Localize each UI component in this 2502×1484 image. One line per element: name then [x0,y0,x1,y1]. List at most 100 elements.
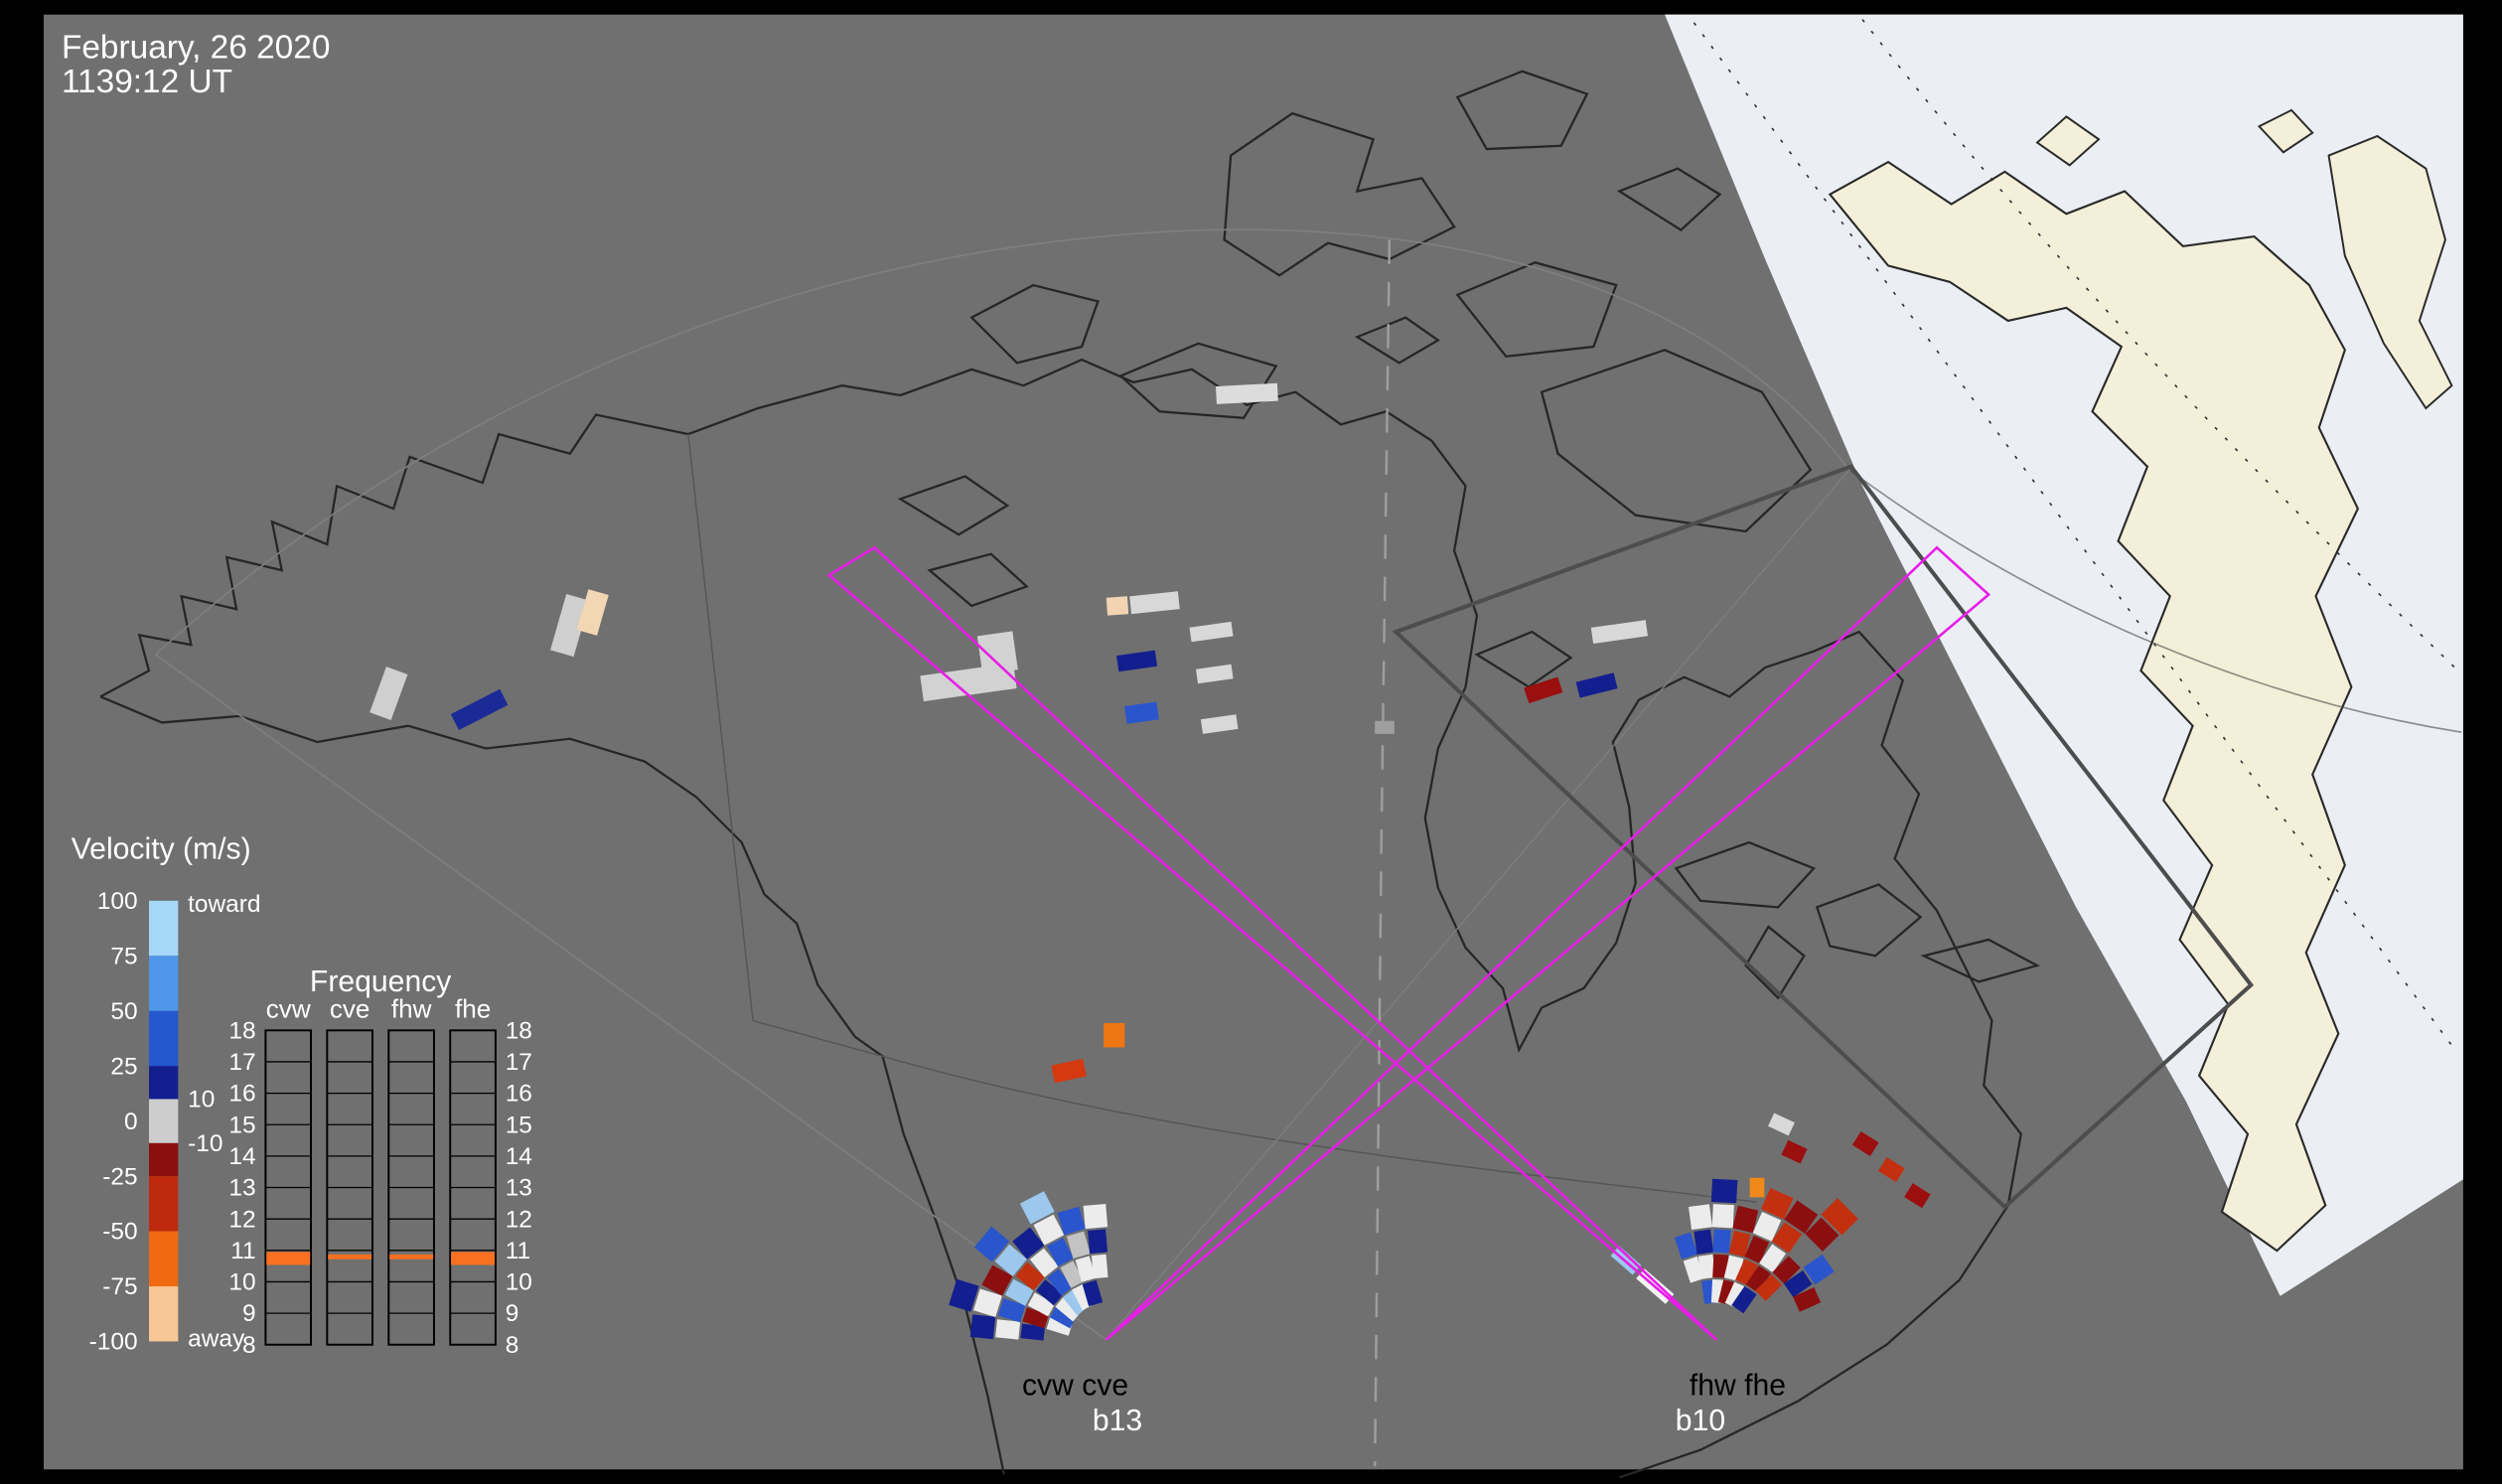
echo-patch [576,589,609,636]
colorbar-tick-label: 25 [110,1053,137,1080]
frequency-row-label-right: 10 [506,1269,532,1296]
echo-patch [1375,720,1395,734]
dashed-meridian [1374,239,1392,1467]
frequency-marker-fhw [389,1254,434,1260]
arctic-island-6 [1455,70,1589,151]
echo-patch [1851,1130,1879,1157]
frequency-row-label-right: 14 [506,1143,532,1170]
colorbar-tick-label: -25 [102,1163,137,1190]
coastline-arctic-atlantic [99,358,2022,1479]
frequency-column-header: cvw [266,993,311,1023]
radar-fan-cell-0 [1082,1279,1104,1307]
time-label: 1139:12 UT [62,64,232,100]
highlighted-beams [826,545,1991,1341]
radar-fan-cell-1 [1793,1286,1822,1312]
frequency-row-label-left: 13 [228,1175,255,1202]
radar-fan-cell-1 [1772,1256,1801,1284]
arctic-island-day-1 [2035,115,2101,167]
beam-label-b10: b10 [1676,1405,1725,1437]
radar-fan-cell-0 [1049,1304,1078,1329]
arctic-island-3 [1223,111,1456,277]
frequency-row-label-right: 9 [506,1300,519,1327]
echo-patches-layer [369,382,1931,1304]
frequency-row-label-left: 11 [230,1238,255,1264]
radar-fan-cell-0 [1066,1231,1091,1259]
radar-fan-cell-1 [1712,1229,1731,1254]
radar-fan-cell-0 [994,1244,1028,1276]
radar-fan-cell-1 [1697,1254,1716,1279]
colorbar-segment [148,1066,179,1100]
frequency-row-label-left: 12 [228,1206,255,1233]
dotted-graticule-1 [1693,22,2456,1051]
frequency-row-label-right: 18 [506,1017,532,1044]
radar-fan-cell-0 [1015,1261,1045,1291]
lake-erie-ontario [1920,938,2041,983]
radar-fan-cell-1 [1803,1254,1835,1285]
date-label: February, 26 2020 [62,30,330,67]
colorbar-segment [148,1099,179,1143]
radar-fan-cell-0 [1047,1238,1075,1267]
frequency-row-label-right: 11 [506,1238,530,1264]
colorbar-segment [148,1176,179,1232]
colorbar-tick-label: 75 [110,943,137,969]
arctic-island-4 [1455,261,1618,359]
radar-fan-cell-1 [1693,1229,1714,1255]
radar-fan-cell-1 [1745,1264,1771,1293]
radar-fan-cell-1 [1783,1269,1813,1297]
echo-patch [1189,621,1234,643]
colorbar-side-label: away [188,1325,245,1352]
radar-fan-cell-1 [1784,1200,1819,1234]
frequency-row-label-left: 15 [228,1112,255,1138]
echo-patch [1124,701,1159,724]
frequency-row-label-left: 9 [242,1300,256,1327]
beam-label-b13: b13 [1093,1405,1142,1437]
frequency-column-header: fhe [455,993,491,1023]
echo-patch [1878,1157,1905,1183]
arctic-island-day-3 [2257,108,2314,154]
echo-patch [1781,1139,1808,1164]
radar-fan-cell-0 [1055,1295,1083,1322]
radar-fan-cell-0 [1060,1261,1085,1288]
timestamp: February, 26 2020 1139:12 UT [62,30,330,100]
great-slave-lake [927,552,1029,608]
borders [687,434,1758,1203]
radar-fan-cell-1 [1728,1230,1751,1258]
radar-fan-cell-0 [997,1298,1026,1323]
colorbar-tick-label: -100 [89,1329,138,1356]
echo-patch [1216,382,1278,404]
colorbar-segments [148,900,179,1342]
colorbar-side-label: 10 [188,1087,215,1113]
radar-fan-cell-0 [1027,1292,1056,1317]
echo-patch [1196,664,1234,684]
radar-fan-cell-0 [1057,1206,1086,1236]
frequency-row-label-left: 18 [228,1017,255,1044]
echo-patch [1129,591,1180,615]
arctic-island-5 [1354,316,1440,365]
echo-patch [1116,650,1158,672]
coastline-pacific [99,695,1005,1475]
velocity-colorbar: Velocity (m/s) 1007550250-25-50-75-100to… [72,832,261,1355]
lake-huron [1815,883,1923,958]
echo-patch [1590,620,1649,645]
cv-fov-left-edge [155,654,1107,1341]
radar-fan-cell-0 [1033,1214,1065,1246]
colorbar-title: Velocity (m/s) [72,832,251,865]
echo-patch [1575,672,1618,698]
echo-patch [976,631,1018,675]
radar-fan-cell-0 [1047,1268,1074,1296]
daylight-region [1665,14,2463,1296]
frequency-marker-cve [328,1254,372,1260]
frequency-column-header: fhw [391,993,432,1023]
radar-fan-cell-0 [1019,1191,1055,1225]
radar-fan-cell-1 [1755,1273,1783,1301]
frequency-marker-cvw [266,1252,311,1265]
colorbar-side-label: toward [188,891,260,918]
frequency-row-label-right: 12 [506,1206,532,1233]
radar-fan-cell-0 [1012,1227,1045,1260]
frequency-row-label-right: 13 [506,1175,532,1202]
radar-fan-cell-1 [1744,1235,1770,1263]
radar-fan-cell-0 [1075,1256,1097,1282]
